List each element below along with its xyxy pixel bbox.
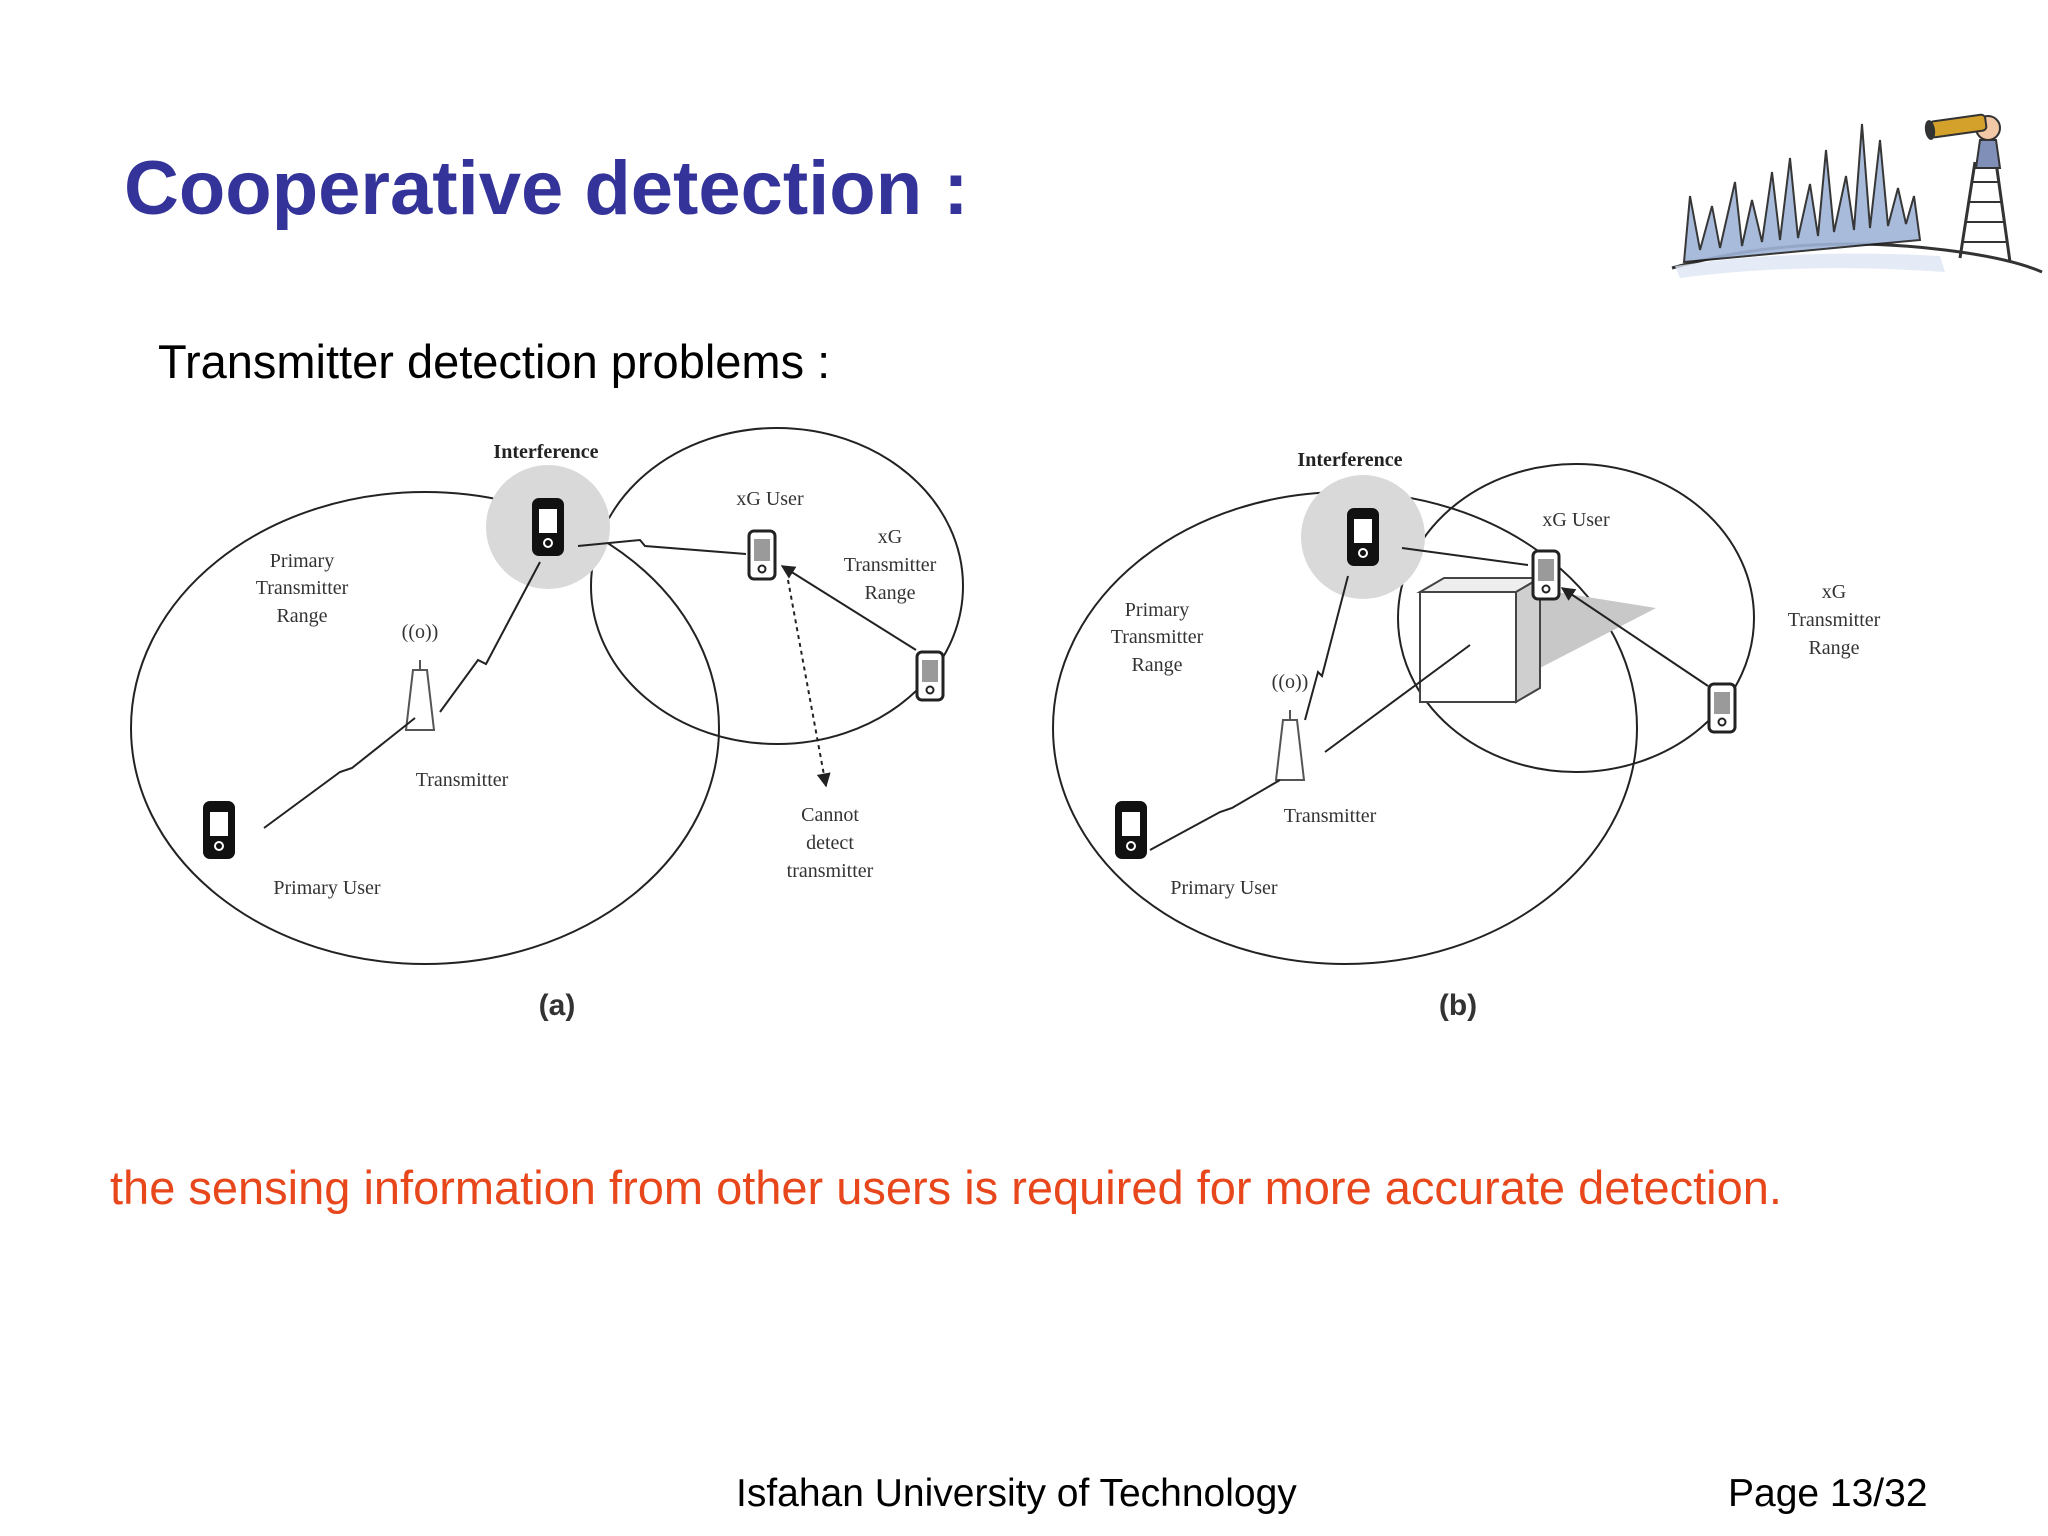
svg-text:Transmitter: Transmitter <box>1788 609 1881 631</box>
svg-text:((o)): ((o)) <box>402 621 439 643</box>
svg-text:Range: Range <box>276 605 327 627</box>
svg-text:Primary User: Primary User <box>1170 877 1278 899</box>
diagram-b: ((o)) Interference xG User xG Transmitte… <box>1052 449 1881 1022</box>
xg-range-circle <box>1397 463 1755 773</box>
svg-text:Transmitter: Transmitter <box>844 554 937 576</box>
svg-text:Range: Range <box>1808 637 1859 659</box>
svg-text:Interference: Interference <box>1297 449 1402 471</box>
primary-user-phone-icon <box>203 801 235 859</box>
footer-institution: Isfahan University of Technology <box>736 1472 1297 1515</box>
caption-a: (a) <box>539 989 576 1022</box>
svg-text:Transmitter: Transmitter <box>1111 626 1204 648</box>
interfered-primary-phone-icon <box>532 498 564 556</box>
antenna-icon <box>405 659 435 731</box>
diagram-a: ((o)) Interference xG User xG Transmitte… <box>130 427 964 1022</box>
svg-text:Cannot: Cannot <box>801 804 859 826</box>
telescope-watcher-illustration <box>1671 113 2043 278</box>
svg-text:Primary: Primary <box>1125 599 1189 621</box>
xg-user-phone-icon <box>747 529 777 581</box>
svg-text:Range: Range <box>1131 654 1182 676</box>
svg-text:xG: xG <box>878 526 902 548</box>
svg-text:transmitter: transmitter <box>787 860 874 882</box>
svg-text:detect: detect <box>806 832 854 854</box>
slide-subtitle: Transmitter detection problems : <box>158 335 831 388</box>
svg-text:Transmitter: Transmitter <box>416 769 509 791</box>
svg-text:xG User: xG User <box>1542 509 1610 531</box>
caption-b: (b) <box>1439 989 1477 1022</box>
antenna-icon <box>1275 709 1305 781</box>
svg-text:Primary User: Primary User <box>273 877 381 899</box>
svg-text:Range: Range <box>864 582 915 604</box>
svg-text:Transmitter: Transmitter <box>1284 805 1377 827</box>
xg-range-circle <box>590 427 964 745</box>
svg-text:xG: xG <box>1822 581 1846 603</box>
primary-range-circle <box>130 491 720 965</box>
xg-transmitter-phone-icon <box>1707 682 1737 734</box>
svg-text:xG User: xG User <box>736 488 804 510</box>
svg-text:Transmitter: Transmitter <box>256 577 349 599</box>
xg-transmitter-phone-icon <box>915 650 945 702</box>
footer-page-number: Page 13/32 <box>1728 1472 1928 1515</box>
interfered-primary-phone-icon <box>1347 508 1379 566</box>
slide-title: Cooperative detection : <box>124 146 969 231</box>
svg-text:((o)): ((o)) <box>1272 671 1309 693</box>
svg-text:Primary: Primary <box>270 550 334 572</box>
conclusion-note: the sensing information from other users… <box>110 1161 1782 1214</box>
primary-user-phone-icon <box>1115 801 1147 859</box>
svg-text:Interference: Interference <box>493 441 598 463</box>
xg-user-phone-icon <box>1531 549 1561 601</box>
